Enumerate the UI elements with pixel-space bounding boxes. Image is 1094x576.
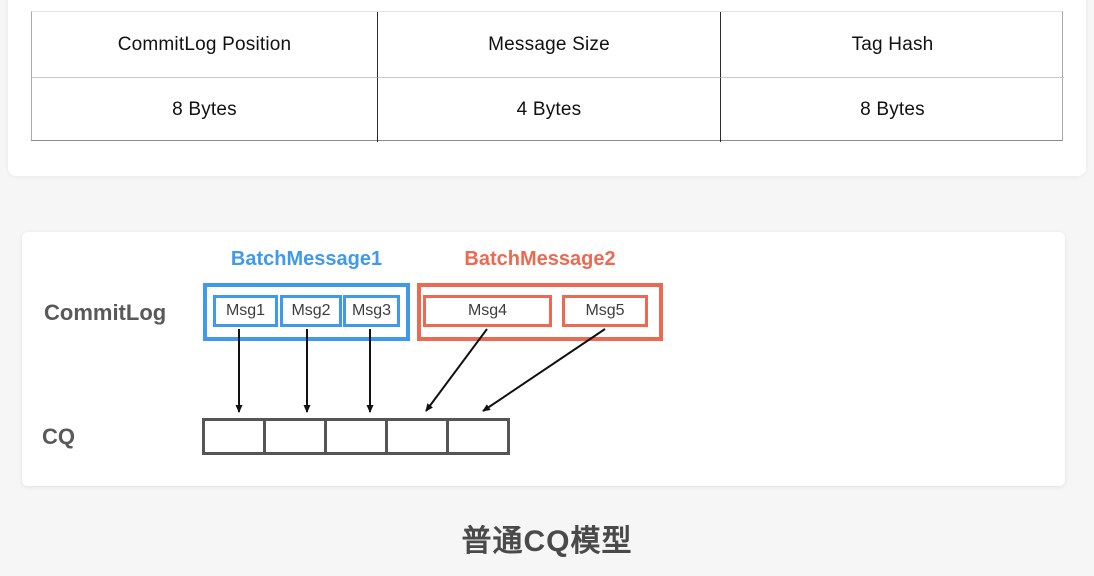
arrow-msg5-to-cq5 [482, 328, 606, 412]
batch-message-1-label: BatchMessage1 [230, 248, 383, 270]
msg-box-3: Msg3 [343, 295, 400, 327]
cq-row-label: CQ [42, 424, 75, 449]
diagram-caption: 普通CQ模型 [461, 525, 633, 558]
msg-box-4: Msg4 [423, 295, 552, 327]
cq-slot-row [202, 418, 510, 455]
msg-box-1: Msg1 [213, 295, 278, 327]
commitlog-row-label: CommitLog [44, 300, 167, 325]
diagram-panel: CommitLog BatchMessage1 BatchMessage2 Ms… [22, 232, 1065, 486]
table-header-commitlog-position: CommitLog Position [117, 33, 292, 55]
cq-slot-2 [263, 421, 324, 452]
table-header-tag-hash: Tag Hash [720, 12, 1064, 77]
table-value-message-size: 4 Bytes [377, 77, 720, 142]
table-value-tag-hash: 8 Bytes [720, 77, 1064, 142]
batch-message-2-label: BatchMessage2 [464, 248, 616, 270]
cq-slot-5 [446, 421, 507, 452]
top-panel: CommitLog Position Message Size Tag Hash… [8, 0, 1086, 176]
cq-slot-1 [205, 421, 263, 452]
byte-layout-table: CommitLog Position Message Size Tag Hash… [31, 11, 1064, 142]
table-value-commitlog-position: 8 Bytes [32, 77, 377, 142]
msg-box-2: Msg2 [280, 295, 342, 327]
msg-box-5: Msg5 [562, 295, 648, 327]
table-header-message-size: Message Size [377, 12, 720, 77]
cq-slot-4 [385, 421, 446, 452]
arrow-msg4-to-cq4 [425, 328, 488, 412]
cq-slot-3 [324, 421, 385, 452]
